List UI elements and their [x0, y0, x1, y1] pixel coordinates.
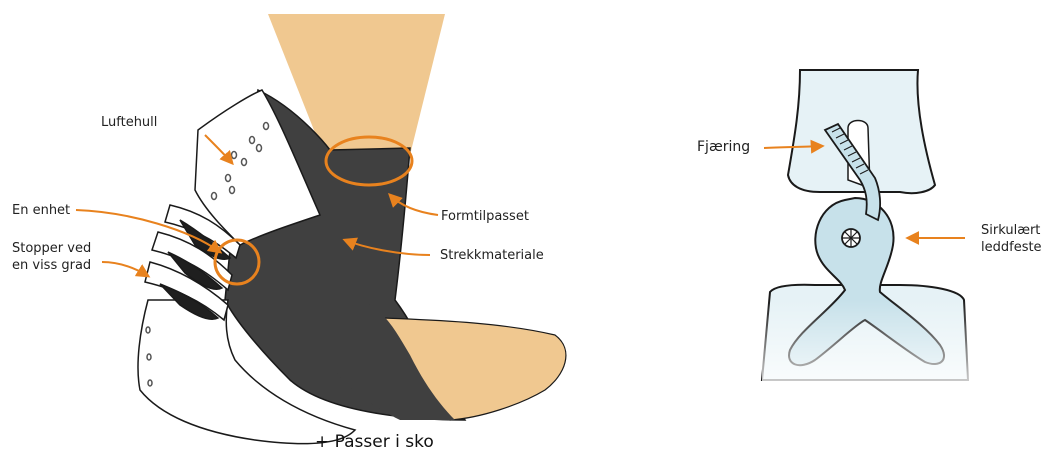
label-spring: Fjæring	[697, 139, 750, 156]
label-circular-joint-line2: leddfeste	[981, 239, 1042, 256]
lower-block-fade	[762, 300, 972, 390]
label-form-fit: Formtilpasset	[441, 208, 529, 225]
label-air-holes: Luftehull	[101, 114, 157, 131]
label-stopper-line2: en viss grad	[12, 257, 91, 274]
stopper-arrow	[102, 262, 148, 276]
label-stretch-material: Strekkmateriale	[440, 247, 544, 264]
pivot-bearing	[842, 229, 860, 247]
label-stopper-line1: Stopper ved	[12, 240, 91, 257]
label-circular-joint-line1: Sirkulært	[981, 222, 1040, 239]
ankle-orthosis-illustration	[76, 14, 566, 444]
label-single-unit: En enhet	[12, 202, 70, 219]
caption-fits-in-shoe: + Passer i sko	[315, 432, 434, 452]
